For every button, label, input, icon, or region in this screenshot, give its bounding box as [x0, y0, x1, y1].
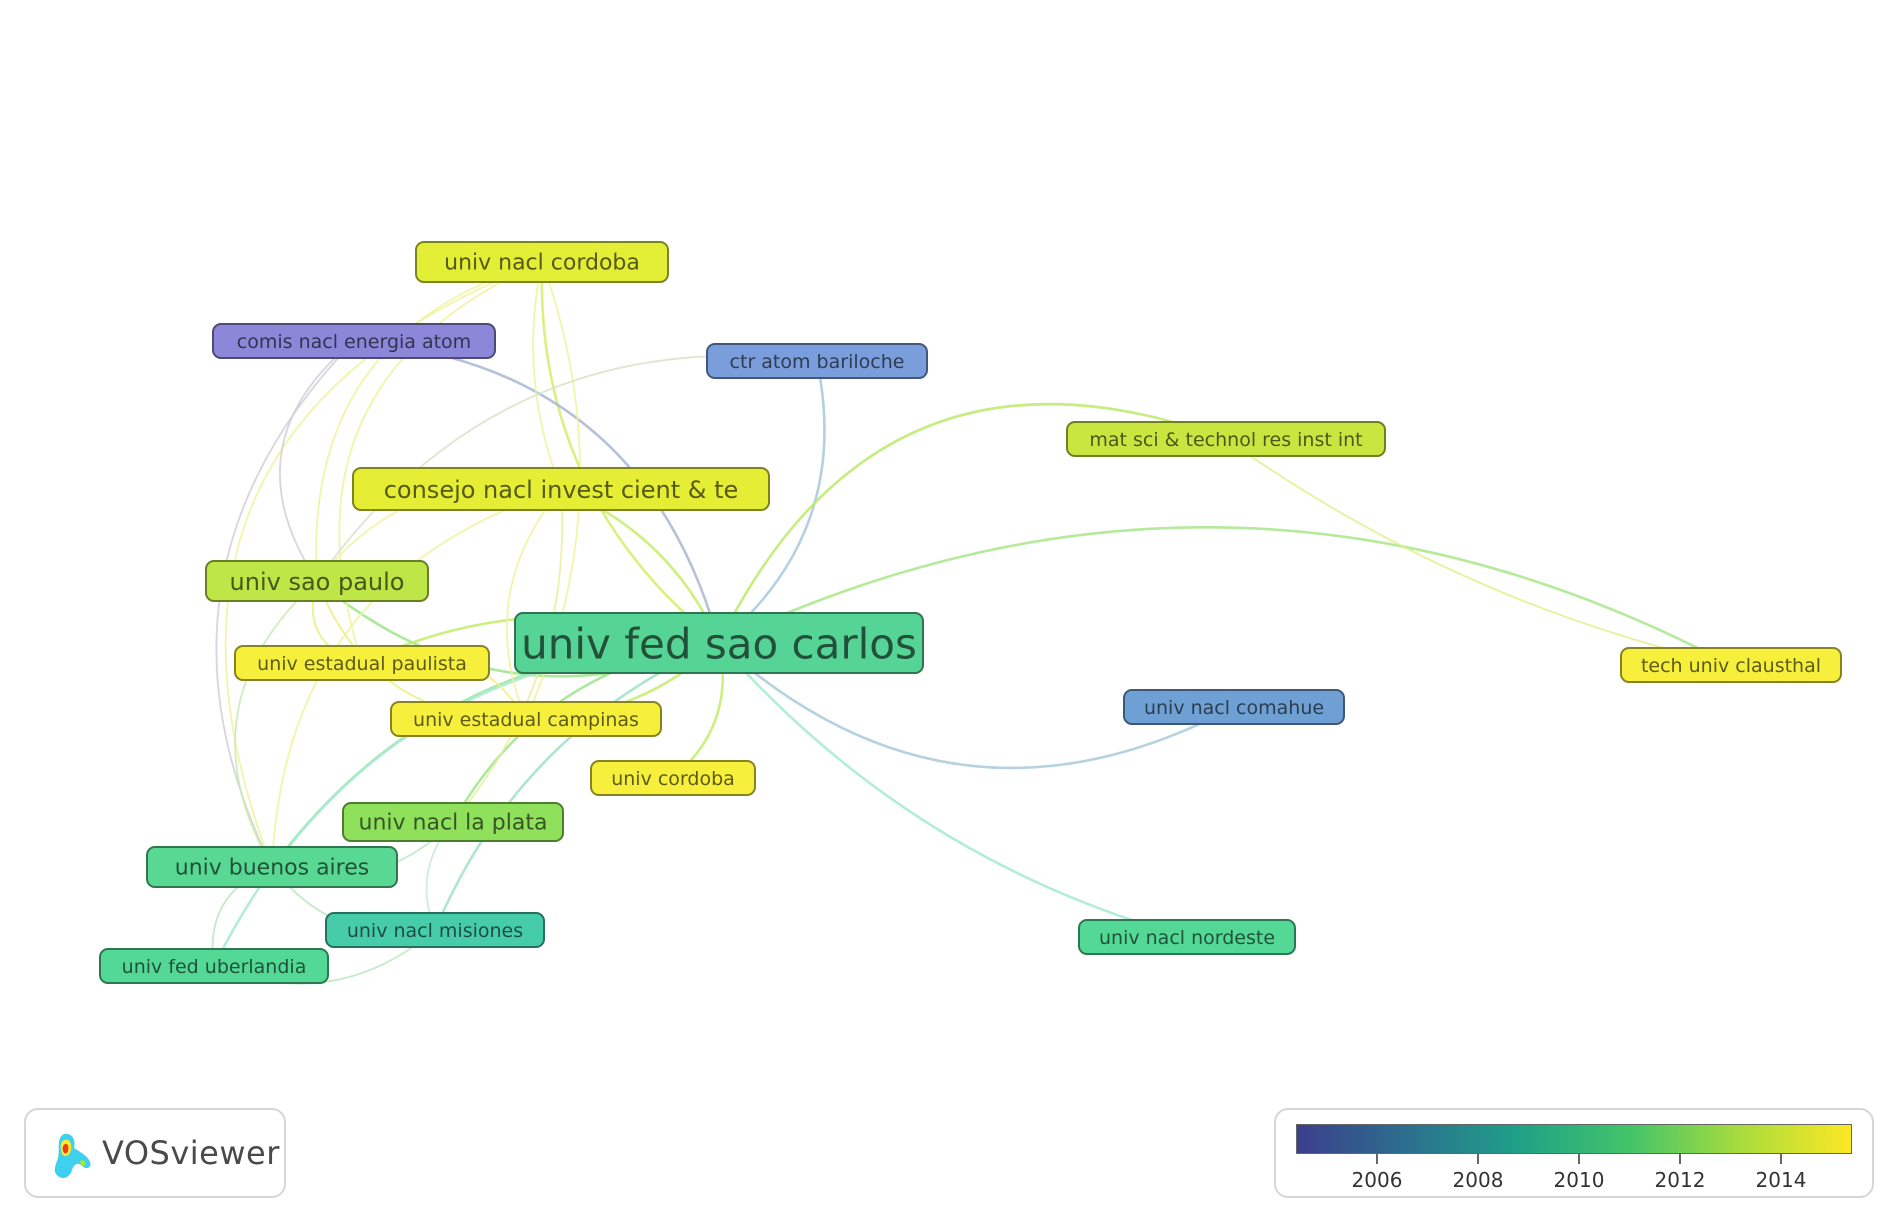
link-n7-n10 — [718, 642, 1235, 770]
node-univ-nacl-misiones[interactable]: univ nacl misiones — [325, 912, 545, 948]
node-label: mat sci & technol res inst int — [1089, 429, 1362, 451]
node-label: univ nacl cordoba — [444, 251, 640, 276]
legend-label-2014: 2014 — [1755, 1168, 1807, 1192]
node-label: univ sao paulo — [230, 568, 405, 596]
node-box[interactable] — [1123, 689, 1345, 725]
node-box[interactable] — [1078, 919, 1296, 955]
node-box[interactable] — [1620, 647, 1842, 683]
node-box[interactable] — [1066, 421, 1386, 457]
node-label: univ buenos aires — [175, 856, 369, 881]
node-ctr-atom-bariloche[interactable]: ctr atom bariloche — [706, 343, 928, 379]
node-label: univ nacl la plata — [359, 811, 548, 836]
node-label: univ estadual campinas — [413, 709, 639, 731]
logo-text: VOSviewer — [102, 1134, 280, 1172]
node-box[interactable] — [514, 612, 924, 674]
node-label: univ cordoba — [611, 768, 735, 790]
link-n5-n11 — [505, 488, 562, 720]
link-n1-n8 — [338, 261, 543, 664]
node-univ-nacl-nordeste[interactable]: univ nacl nordeste — [1078, 919, 1296, 955]
node-label: tech univ clausthal — [1641, 655, 1821, 677]
link-layer — [211, 261, 1732, 985]
legend-color-bar — [1296, 1124, 1852, 1154]
node-univ-nacl-la-plata[interactable]: univ nacl la plata — [342, 802, 564, 842]
node-univ-buenos-aires[interactable]: univ buenos aires — [146, 846, 398, 888]
link-n5-n14 — [271, 488, 562, 868]
node-box[interactable] — [342, 802, 564, 842]
legend-label-2012: 2012 — [1654, 1168, 1706, 1192]
node-layer: univ nacl cordoba comis nacl energia atom… — [99, 241, 1842, 984]
node-label: univ nacl comahue — [1144, 697, 1324, 719]
node-comis-nacl-energia-atom[interactable]: comis nacl energia atom — [212, 323, 496, 359]
node-consejo-nacl-invest-cient-te[interactable]: consejo nacl invest cient & te — [352, 467, 770, 511]
node-box[interactable] — [415, 241, 669, 283]
node-box[interactable] — [146, 846, 398, 888]
legend-label-2010: 2010 — [1553, 1168, 1605, 1192]
node-box[interactable] — [590, 760, 756, 796]
legend-tick — [1477, 1154, 1479, 1164]
node-box[interactable] — [212, 323, 496, 359]
node-univ-estadual-paulista[interactable]: univ estadual paulista — [234, 645, 490, 681]
node-label: univ nacl nordeste — [1099, 927, 1275, 949]
vosviewer-logo-icon — [54, 1133, 91, 1178]
node-box[interactable] — [234, 645, 490, 681]
link-n6-n14 — [234, 580, 318, 868]
node-univ-fed-uberlandia[interactable]: univ fed uberlandia — [99, 948, 329, 984]
link-n7-n16 — [718, 642, 1188, 939]
node-univ-fed-sao-carlos[interactable]: univ fed sao carlos — [514, 612, 924, 674]
link-n1-n5 — [532, 261, 562, 490]
year-color-legend: 2006 2008 2010 2012 2014 — [1274, 1108, 1874, 1198]
node-box[interactable] — [390, 701, 662, 737]
node-label: univ fed uberlandia — [122, 956, 307, 978]
node-label: consejo nacl invest cient & te — [384, 476, 739, 504]
link-n7-n9 — [718, 525, 1732, 667]
vosviewer-logo: VOSviewer — [24, 1108, 286, 1198]
node-tech-univ-clausthal[interactable]: tech univ clausthal — [1620, 647, 1842, 683]
legend-tick — [1679, 1154, 1681, 1164]
node-box[interactable] — [325, 912, 545, 948]
legend-tick — [1578, 1154, 1580, 1164]
link-n2-n6 — [279, 340, 355, 582]
node-univ-nacl-cordoba[interactable]: univ nacl cordoba — [415, 241, 669, 283]
node-box[interactable] — [99, 948, 329, 984]
node-univ-sao-paulo[interactable]: univ sao paulo — [205, 560, 429, 602]
legend-tick — [1780, 1154, 1782, 1164]
node-label: univ fed sao carlos — [521, 620, 917, 669]
legend-label-2008: 2008 — [1452, 1168, 1504, 1192]
node-univ-nacl-comahue[interactable]: univ nacl comahue — [1123, 689, 1345, 725]
legend-label-2006: 2006 — [1351, 1168, 1403, 1192]
node-mat-sci-technol-res-inst-int[interactable]: mat sci & technol res inst int — [1066, 421, 1386, 457]
node-univ-estadual-campinas[interactable]: univ estadual campinas — [390, 701, 662, 737]
node-label: comis nacl energia atom — [237, 331, 471, 353]
node-label: ctr atom bariloche — [730, 351, 905, 373]
link-n4-n9 — [1225, 438, 1732, 666]
link-n7-n4 — [717, 402, 1227, 644]
node-box[interactable] — [205, 560, 429, 602]
link-n1-n14 — [224, 261, 543, 868]
link-n2-n14 — [215, 340, 355, 868]
link-n1-n6 — [315, 261, 543, 582]
node-box[interactable] — [352, 467, 770, 511]
node-univ-cordoba[interactable]: univ cordoba — [590, 760, 756, 796]
node-label: univ nacl misiones — [347, 920, 523, 942]
legend-tick — [1376, 1154, 1378, 1164]
node-box[interactable] — [706, 343, 928, 379]
node-label: univ estadual paulista — [257, 653, 467, 675]
